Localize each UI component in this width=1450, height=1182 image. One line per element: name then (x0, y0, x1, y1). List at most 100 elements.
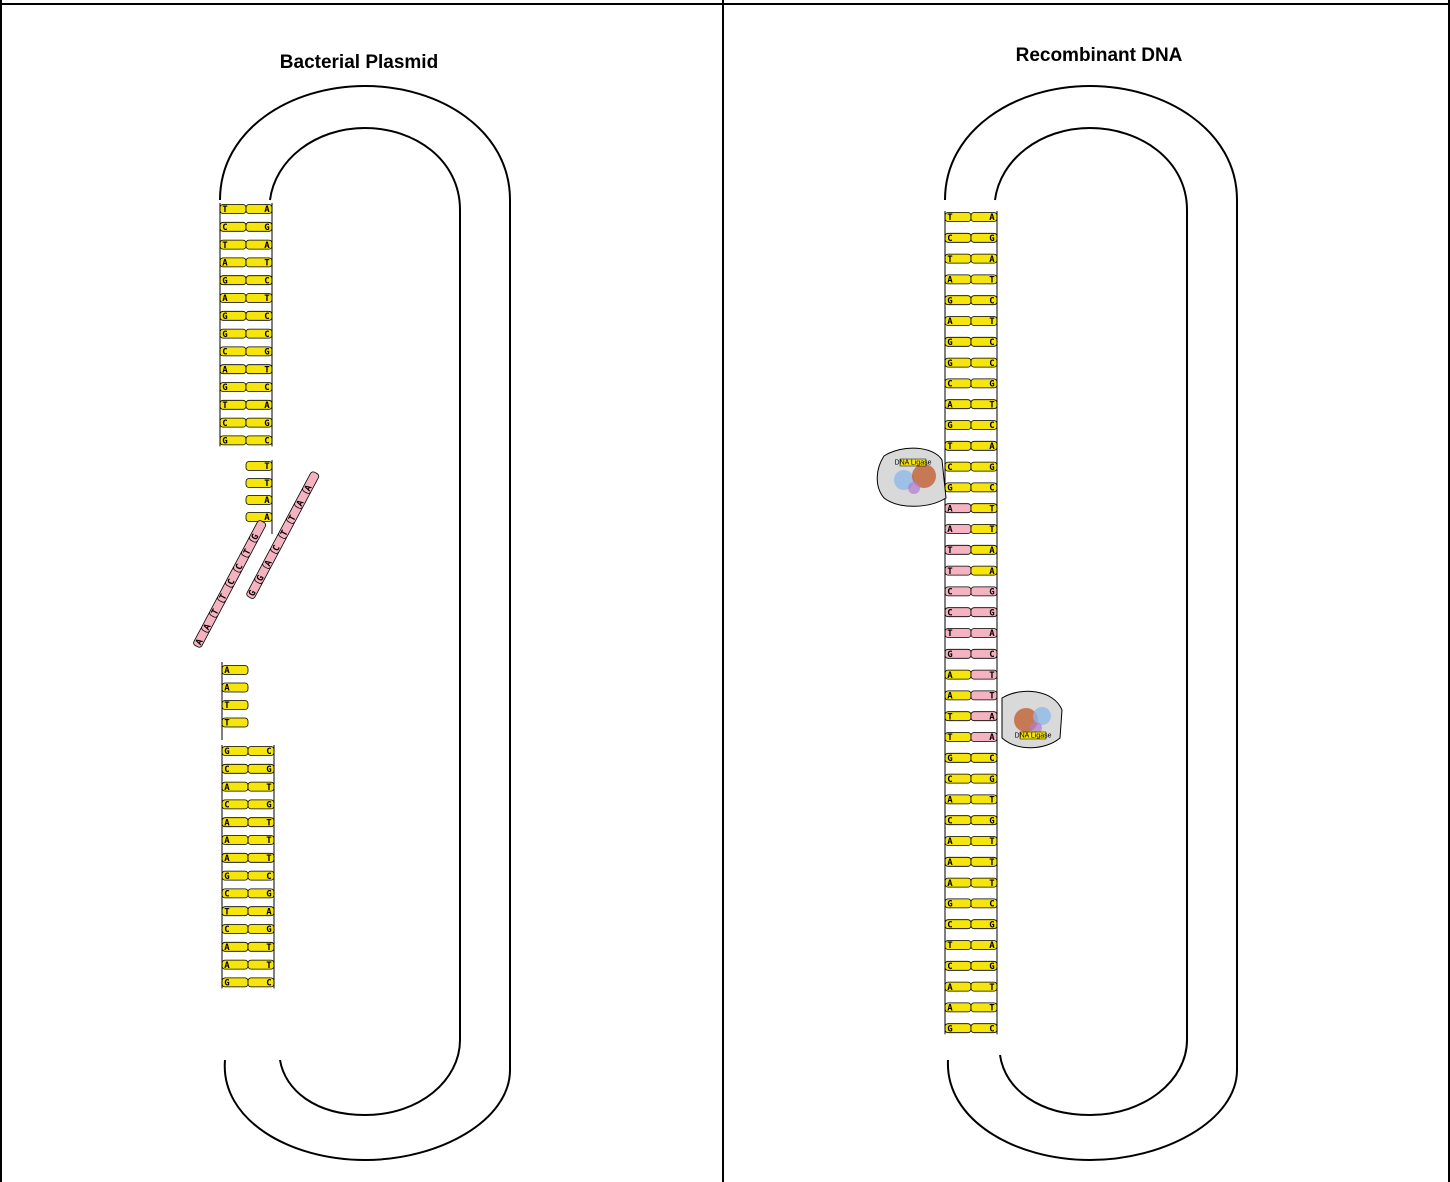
svg-text:A: A (989, 442, 995, 452)
base-pair-right: C (246, 436, 272, 447)
svg-text:A: A (989, 213, 995, 223)
base-pair-left: T (945, 441, 971, 452)
base-pair-left: T (945, 213, 971, 224)
svg-text:T: T (989, 983, 995, 993)
svg-text:A: A (947, 879, 953, 889)
svg-text:A: A (947, 1004, 953, 1014)
base-pair-right: G (246, 222, 272, 233)
base-pair-right: C (971, 753, 997, 764)
base-pair-right: C (246, 383, 272, 394)
svg-text:G: G (947, 900, 952, 910)
svg-text:T: T (266, 783, 272, 793)
sticky-base: T (222, 701, 248, 712)
plasmid-sticky-end-bottom: AATT (222, 662, 248, 740)
svg-text:A: A (989, 629, 995, 639)
svg-text:C: C (947, 588, 952, 598)
sticky-base: A (222, 666, 248, 677)
base-pair-left: A (945, 982, 971, 993)
svg-text:A: A (947, 276, 953, 286)
svg-text:A: A (224, 783, 230, 793)
svg-text:G: G (947, 421, 952, 431)
svg-text:C: C (989, 338, 994, 348)
base-pair-right: A (246, 400, 272, 411)
ligase-enzyme-icon: DNA Ligase (1002, 691, 1062, 748)
plasmid-loop-right (945, 86, 1237, 1160)
base-pair-right: G (971, 462, 997, 473)
svg-text:A: A (266, 907, 272, 917)
base-pair-left: C (945, 233, 971, 244)
svg-text:C: C (266, 872, 271, 882)
base-pair-left: T (945, 733, 971, 744)
svg-text:T: T (266, 836, 272, 846)
base-pair-right: C (246, 311, 272, 322)
base-pair-left: G (945, 337, 971, 348)
sticky-base: T (222, 718, 248, 729)
svg-text:G: G (947, 484, 952, 494)
base-pair-right: A (971, 629, 997, 640)
svg-text:A: A (224, 684, 230, 694)
svg-text:A: A (989, 712, 995, 722)
base-pair-right: G (971, 774, 997, 785)
svg-text:G: G (947, 296, 952, 306)
svg-text:T: T (947, 629, 953, 639)
svg-text:A: A (989, 567, 995, 577)
svg-text:C: C (989, 650, 994, 660)
base-pair-right: A (971, 941, 997, 952)
svg-text:T: T (947, 255, 953, 265)
svg-text:T: T (947, 442, 953, 452)
svg-text:C: C (947, 962, 952, 972)
svg-text:C: C (947, 816, 952, 826)
svg-text:T: T (989, 671, 995, 681)
base-pair-right: T (971, 400, 997, 411)
base-pair-left: A (945, 525, 971, 536)
svg-text:A: A (947, 504, 953, 514)
svg-text:T: T (989, 692, 995, 702)
base-pair-left: C (945, 587, 971, 598)
svg-text:C: C (947, 380, 952, 390)
base-pair-right: T (971, 878, 997, 889)
base-pair-right: T (246, 258, 272, 269)
svg-text:T: T (266, 854, 272, 864)
svg-text:A: A (224, 666, 230, 676)
base-pair-left: A (945, 317, 971, 328)
svg-text:G: G (222, 312, 227, 322)
svg-text:T: T (989, 400, 995, 410)
base-pair-left: C (945, 961, 971, 972)
base-pair-left: A (222, 960, 248, 971)
svg-text:A: A (947, 837, 953, 847)
base-pair-right: G (971, 816, 997, 827)
base-pair-left: C (220, 347, 246, 358)
svg-text:T: T (947, 567, 953, 577)
svg-text:G: G (266, 890, 271, 900)
svg-text:T: T (989, 837, 995, 847)
svg-text:G: G (222, 383, 227, 393)
svg-text:G: G (264, 419, 269, 429)
svg-text:T: T (989, 879, 995, 889)
plasmid-dna-lower-segment: GCCGATCGATATATGCCGTACGATATGC (222, 745, 274, 989)
svg-text:C: C (266, 747, 271, 757)
base-pair-right: A (246, 240, 272, 251)
svg-text:A: A (947, 671, 953, 681)
base-pair-right: G (248, 925, 274, 936)
base-pair-left: A (222, 782, 248, 793)
svg-text:C: C (264, 330, 269, 340)
base-pair-left: G (945, 483, 971, 494)
svg-text:C: C (989, 1024, 994, 1034)
base-pair-left: A (945, 691, 971, 702)
base-pair-right: C (971, 358, 997, 369)
base-pair-right: T (246, 365, 272, 376)
base-pair-left: A (222, 836, 248, 847)
svg-text:G: G (947, 1024, 952, 1034)
base-pair-right: T (248, 960, 274, 971)
base-pair-right: G (248, 889, 274, 900)
base-pair-right: C (971, 337, 997, 348)
base-pair-left: C (945, 816, 971, 827)
svg-text:G: G (266, 801, 271, 811)
base-pair-left: G (945, 899, 971, 910)
svg-text:A: A (224, 943, 230, 953)
sticky-base: A (246, 496, 272, 507)
sticky-base: A (222, 683, 248, 694)
svg-text:T: T (989, 858, 995, 868)
svg-text:T: T (264, 479, 270, 489)
